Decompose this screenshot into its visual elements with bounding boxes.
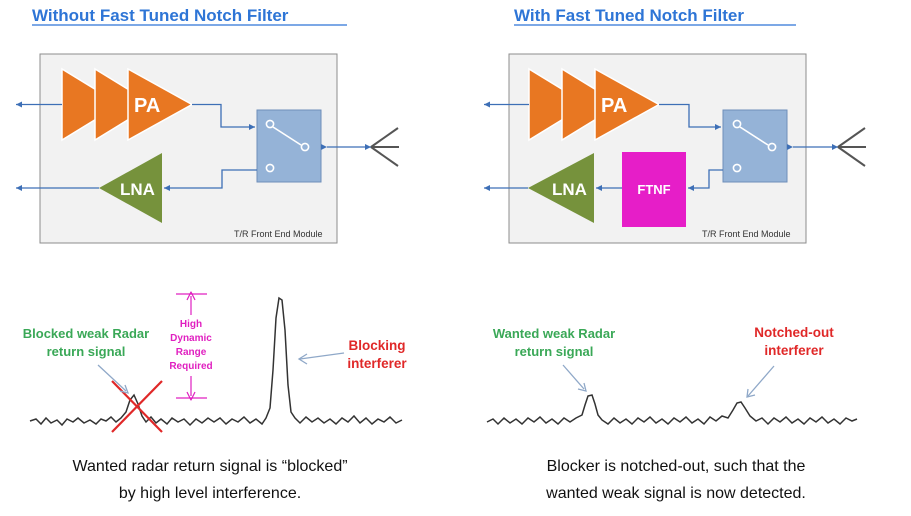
left-caption-line2: by high level interference. (119, 485, 301, 502)
left-lna-amplifier: LNA (99, 153, 162, 223)
left-switch-to-lna-wire (164, 169, 257, 191)
left-wanted-pointer-head (119, 384, 130, 394)
left-range-label-line1: High (180, 319, 202, 330)
right-pa-amplifier: PA (528, 67, 661, 142)
right-lna-amplifier: LNA (528, 153, 594, 223)
right-wanted-label-line2: return signal (515, 344, 594, 359)
right-interferer-label-line1: Notched-out (754, 325, 834, 340)
right-caption-line1: Blocker is notched-out, such that the (547, 458, 806, 475)
left-antenna-icon (370, 127, 399, 167)
left-interferer-pointer-head (297, 353, 308, 365)
right-pa-to-switch-wire (659, 103, 721, 130)
right-tr-switch (722, 109, 788, 183)
left-module-label: T/R Front End Module (234, 229, 323, 239)
left-blocked-x-mark (111, 380, 163, 433)
left-dynamic-range-indicator (176, 294, 207, 398)
right-caption-line2: wanted weak signal is now detected. (545, 485, 806, 502)
right-interferer-pointer (747, 365, 775, 397)
left-tr-switch (256, 109, 322, 183)
left-wanted-label-line1: Blocked weak Radar (23, 326, 149, 341)
right-lna-label: LNA (552, 180, 587, 199)
right-panel: With Fast Tuned Notch Filter T/R Front E… (484, 6, 866, 502)
left-panel: Without Fast Tuned Notch Filter T/R Fron… (16, 6, 407, 502)
left-caption-line1: Wanted radar return signal is “blocked” (72, 458, 347, 475)
right-wanted-label-line1: Wanted weak Radar (493, 326, 615, 341)
right-interferer-label-line2: interferer (764, 343, 824, 358)
right-title: With Fast Tuned Notch Filter (514, 6, 744, 25)
right-pa-label: PA (601, 95, 627, 117)
left-interferer-pointer (299, 352, 345, 360)
left-pa-amplifier: PA (61, 67, 194, 142)
right-wanted-pointer-head (577, 382, 587, 392)
left-range-label-line3: Range (176, 347, 207, 358)
right-module-label: T/R Front End Module (702, 229, 791, 239)
right-spectrum-trace (486, 394, 858, 426)
left-range-label-line4: Required (169, 361, 212, 372)
left-lna-label: LNA (120, 180, 155, 199)
left-pa-to-switch-wire (192, 103, 255, 130)
left-pa-label: PA (134, 95, 160, 117)
right-ftnf-filter: FTNF (622, 152, 686, 227)
left-interferer-label-line1: Blocking (348, 338, 405, 353)
right-interferer-pointer-head (746, 388, 756, 398)
left-title: Without Fast Tuned Notch Filter (32, 6, 289, 25)
right-antenna-icon (837, 127, 866, 167)
right-wanted-pointer (562, 364, 585, 390)
right-switch-to-filter-wire (688, 169, 723, 191)
right-filter-label: FTNF (637, 182, 670, 197)
left-interferer-label-line2: interferer (347, 356, 407, 371)
left-range-label-line2: Dynamic (170, 333, 212, 344)
left-wanted-pointer (97, 364, 127, 392)
left-spectrum-trace (29, 296, 403, 427)
left-wanted-label-line2: return signal (47, 344, 126, 359)
